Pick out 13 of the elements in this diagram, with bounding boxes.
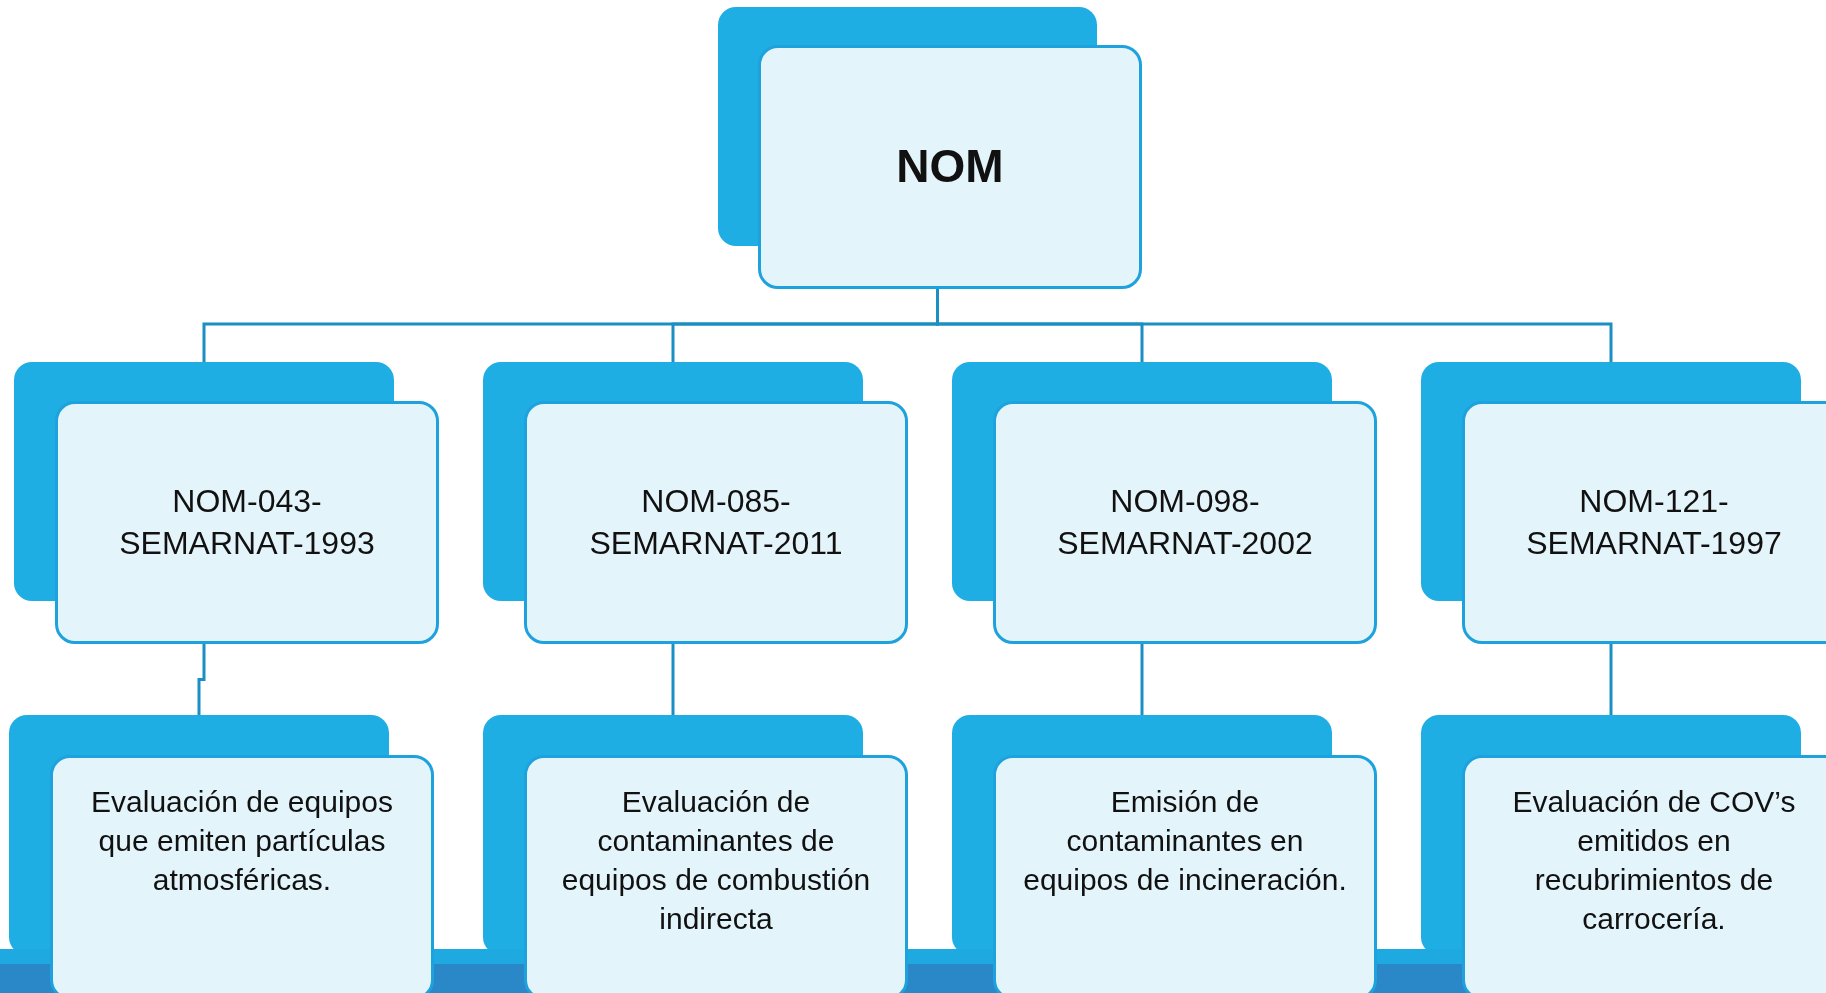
connector-line — [671, 644, 675, 715]
connector-line — [1609, 644, 1613, 715]
card-text: Evaluación de contaminantes de equipos de combustión indirecta — [560, 784, 872, 937]
card-text: Emisión de contaminantes en equipos de incineración. — [1022, 784, 1348, 898]
card-text: Evaluación de COV’s emitidos en recubrimientos de carrocería. — [1511, 784, 1797, 937]
connector-line — [197, 644, 206, 715]
card-text: NOM-098-SEMARNAT-2002 — [1056, 481, 1314, 563]
title-text: NOM — [896, 139, 1004, 195]
card-text: NOM-085-SEMARNAT-2011 — [588, 481, 844, 563]
card-text: NOM-043-SEMARNAT-1993 — [118, 481, 376, 563]
card-text: NOM-121-SEMARNAT-1997 — [1525, 481, 1783, 563]
connector-line — [1140, 644, 1144, 715]
card-text: Evaluación de equipos que emiten partículas atmosféricas. — [90, 784, 394, 898]
